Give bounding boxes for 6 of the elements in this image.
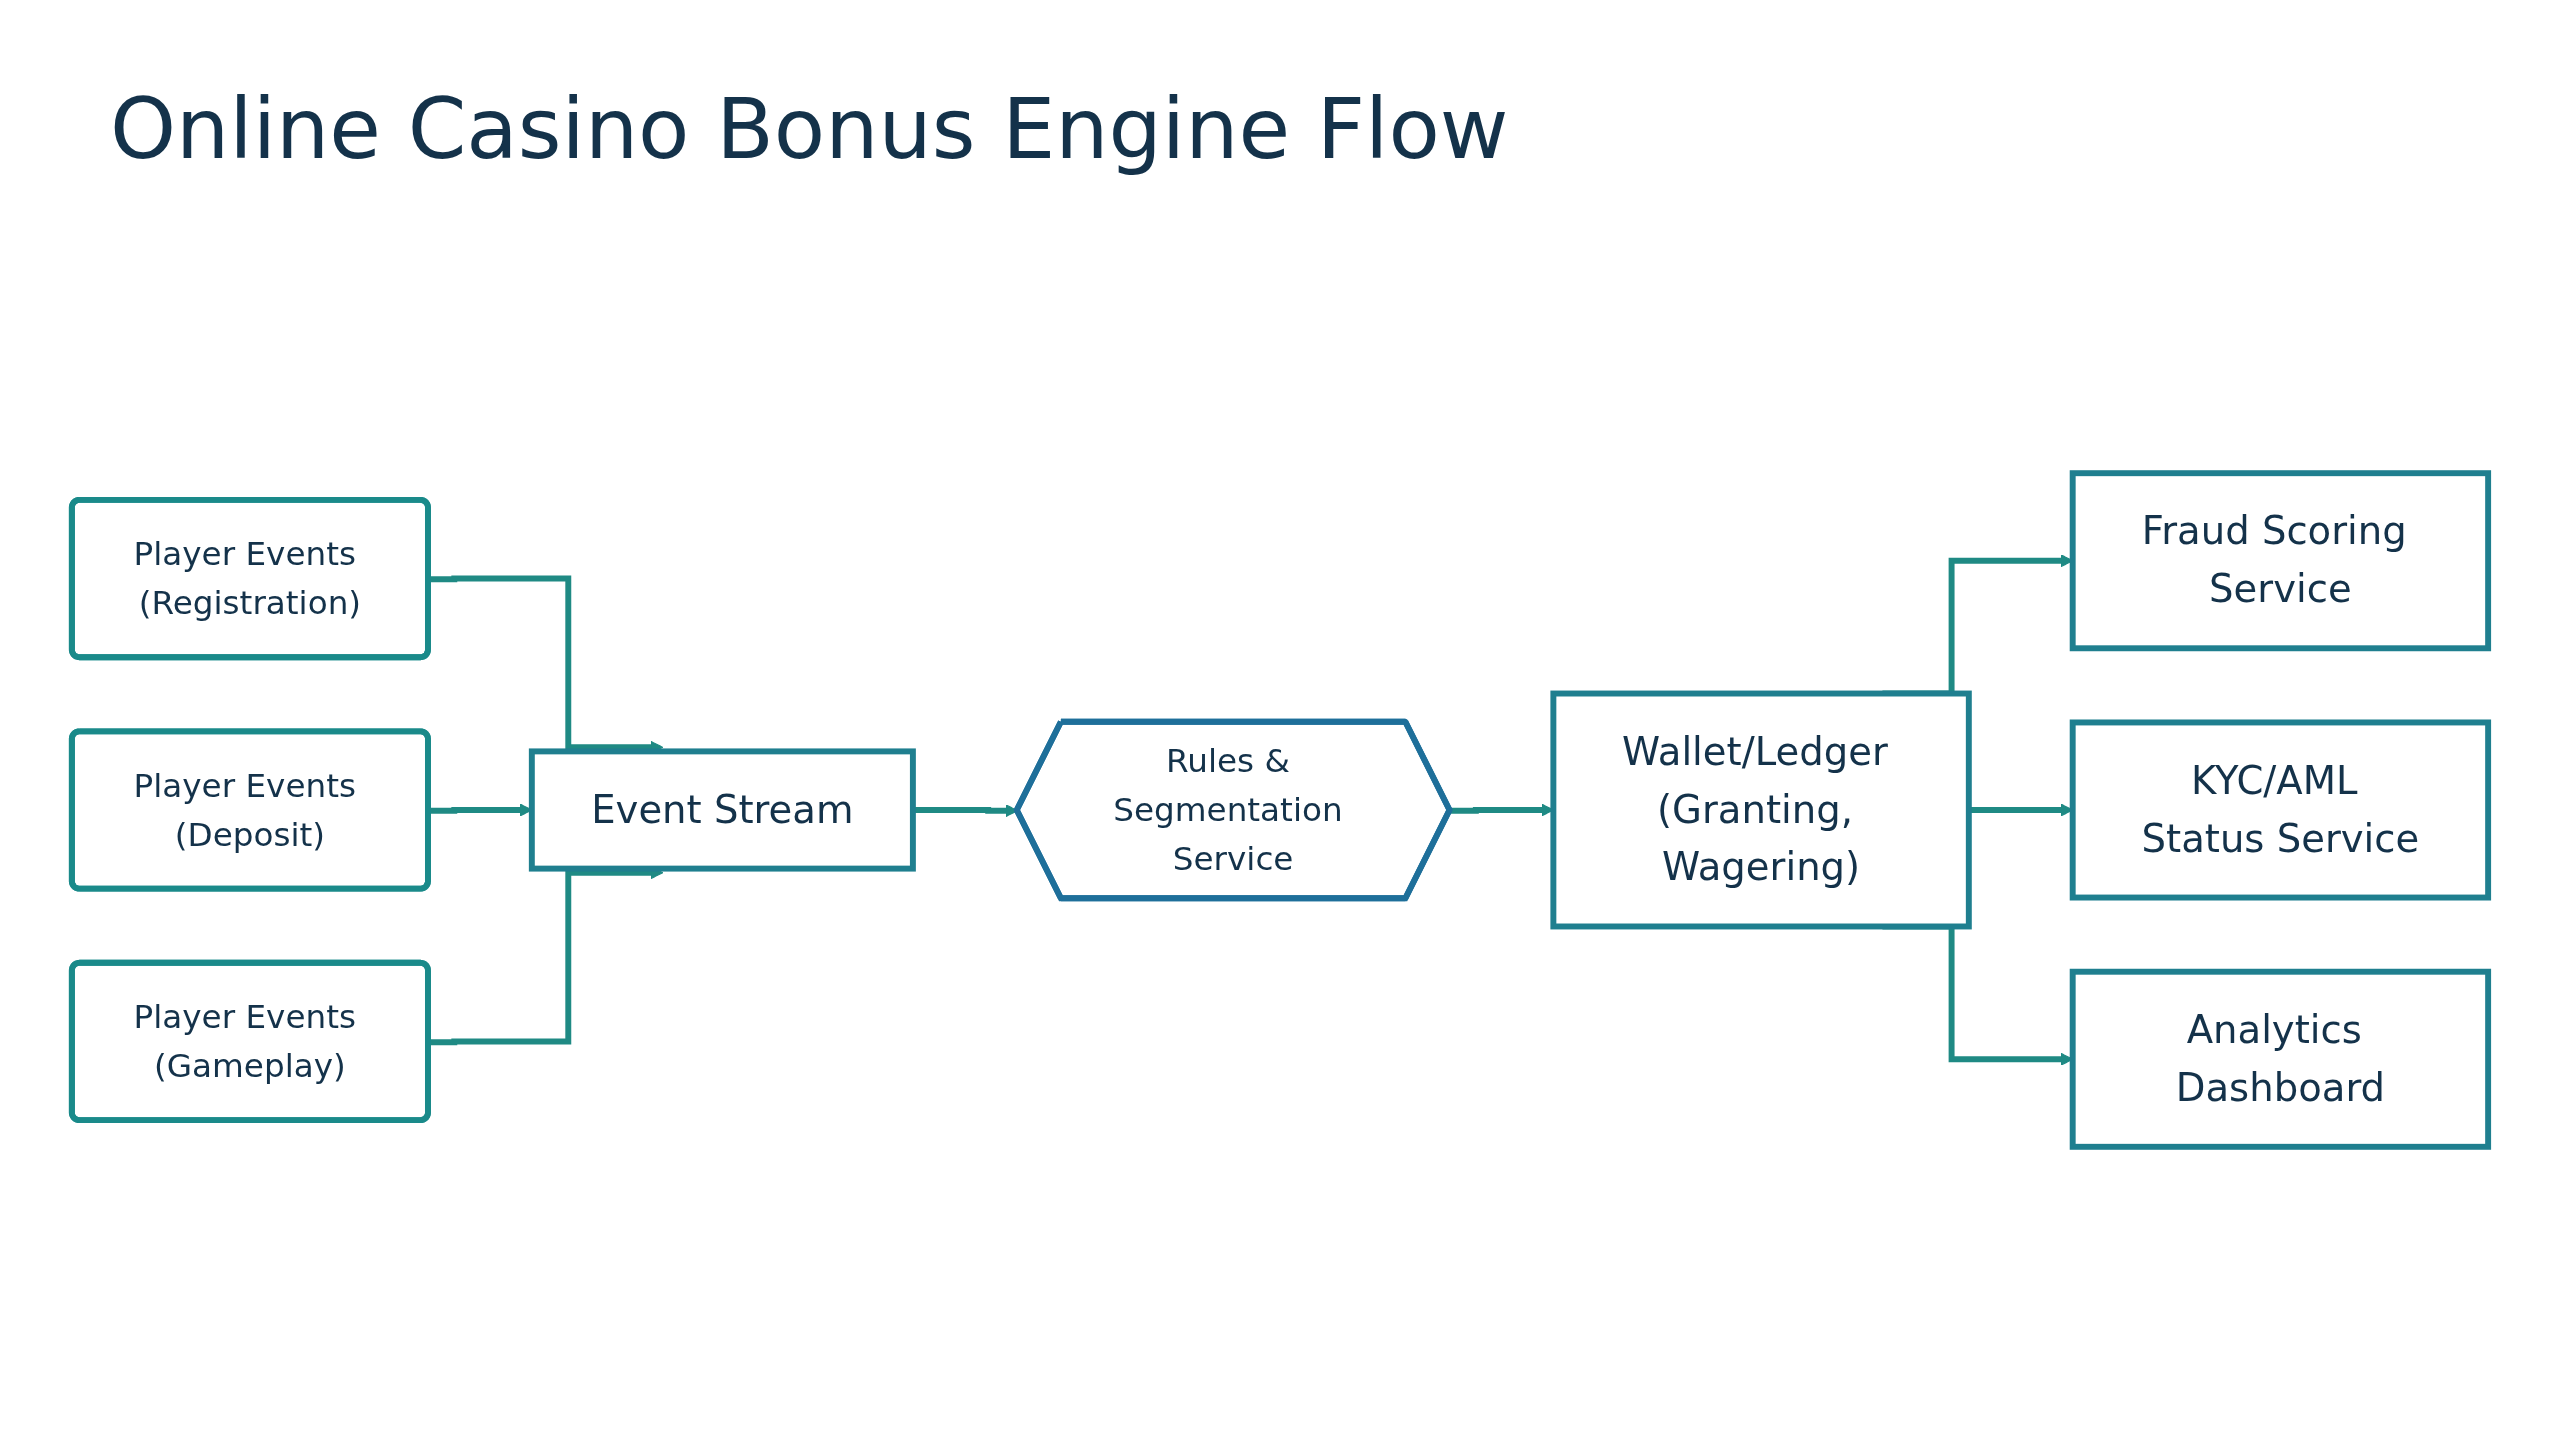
node-box: Analytics Dashboard [2069, 968, 2492, 1150]
node-box: Event Stream [528, 748, 916, 872]
node-box: Fraud Scoring Service [2069, 470, 2492, 652]
node-box: Wallet/Ledger (Granting, Wagering) [1550, 690, 1972, 930]
diagram-title: Online Casino Bonus Engine Flow [110, 80, 1509, 178]
node-box: KYC/AML Status Service [2069, 719, 2492, 901]
